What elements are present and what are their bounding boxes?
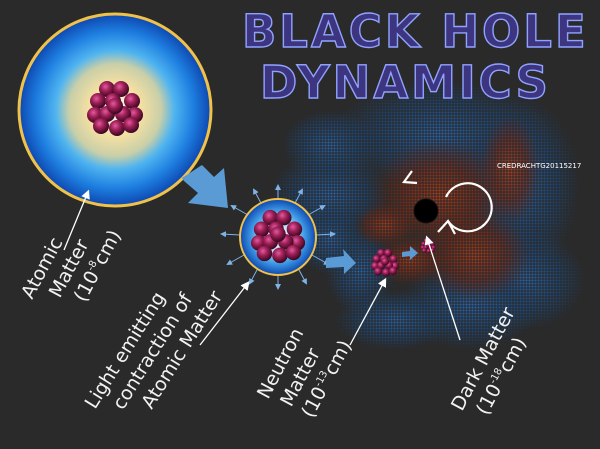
credit-text: CREDRACHTG20115217: [497, 162, 581, 170]
block-arrow-icon-3: [402, 246, 418, 260]
line-arrow-icon: [63, 189, 461, 346]
title-line-1: BLACK HOLE: [242, 5, 589, 58]
title-line-2: DYNAMICS: [260, 56, 551, 109]
circular-arrow-icon: [401, 170, 493, 235]
atomic-matter-atom: [17, 12, 213, 208]
block-arrow-icon: [182, 165, 228, 208]
block-arrow-icon-2: [326, 249, 356, 274]
contracting-atom: [220, 184, 336, 290]
light-emitting-label: Light emitting contraction of Atomic Mat…: [81, 287, 228, 414]
black-hole: [413, 198, 439, 224]
atomic-matter-label: Atomic Matter (10-8cm): [17, 226, 126, 305]
